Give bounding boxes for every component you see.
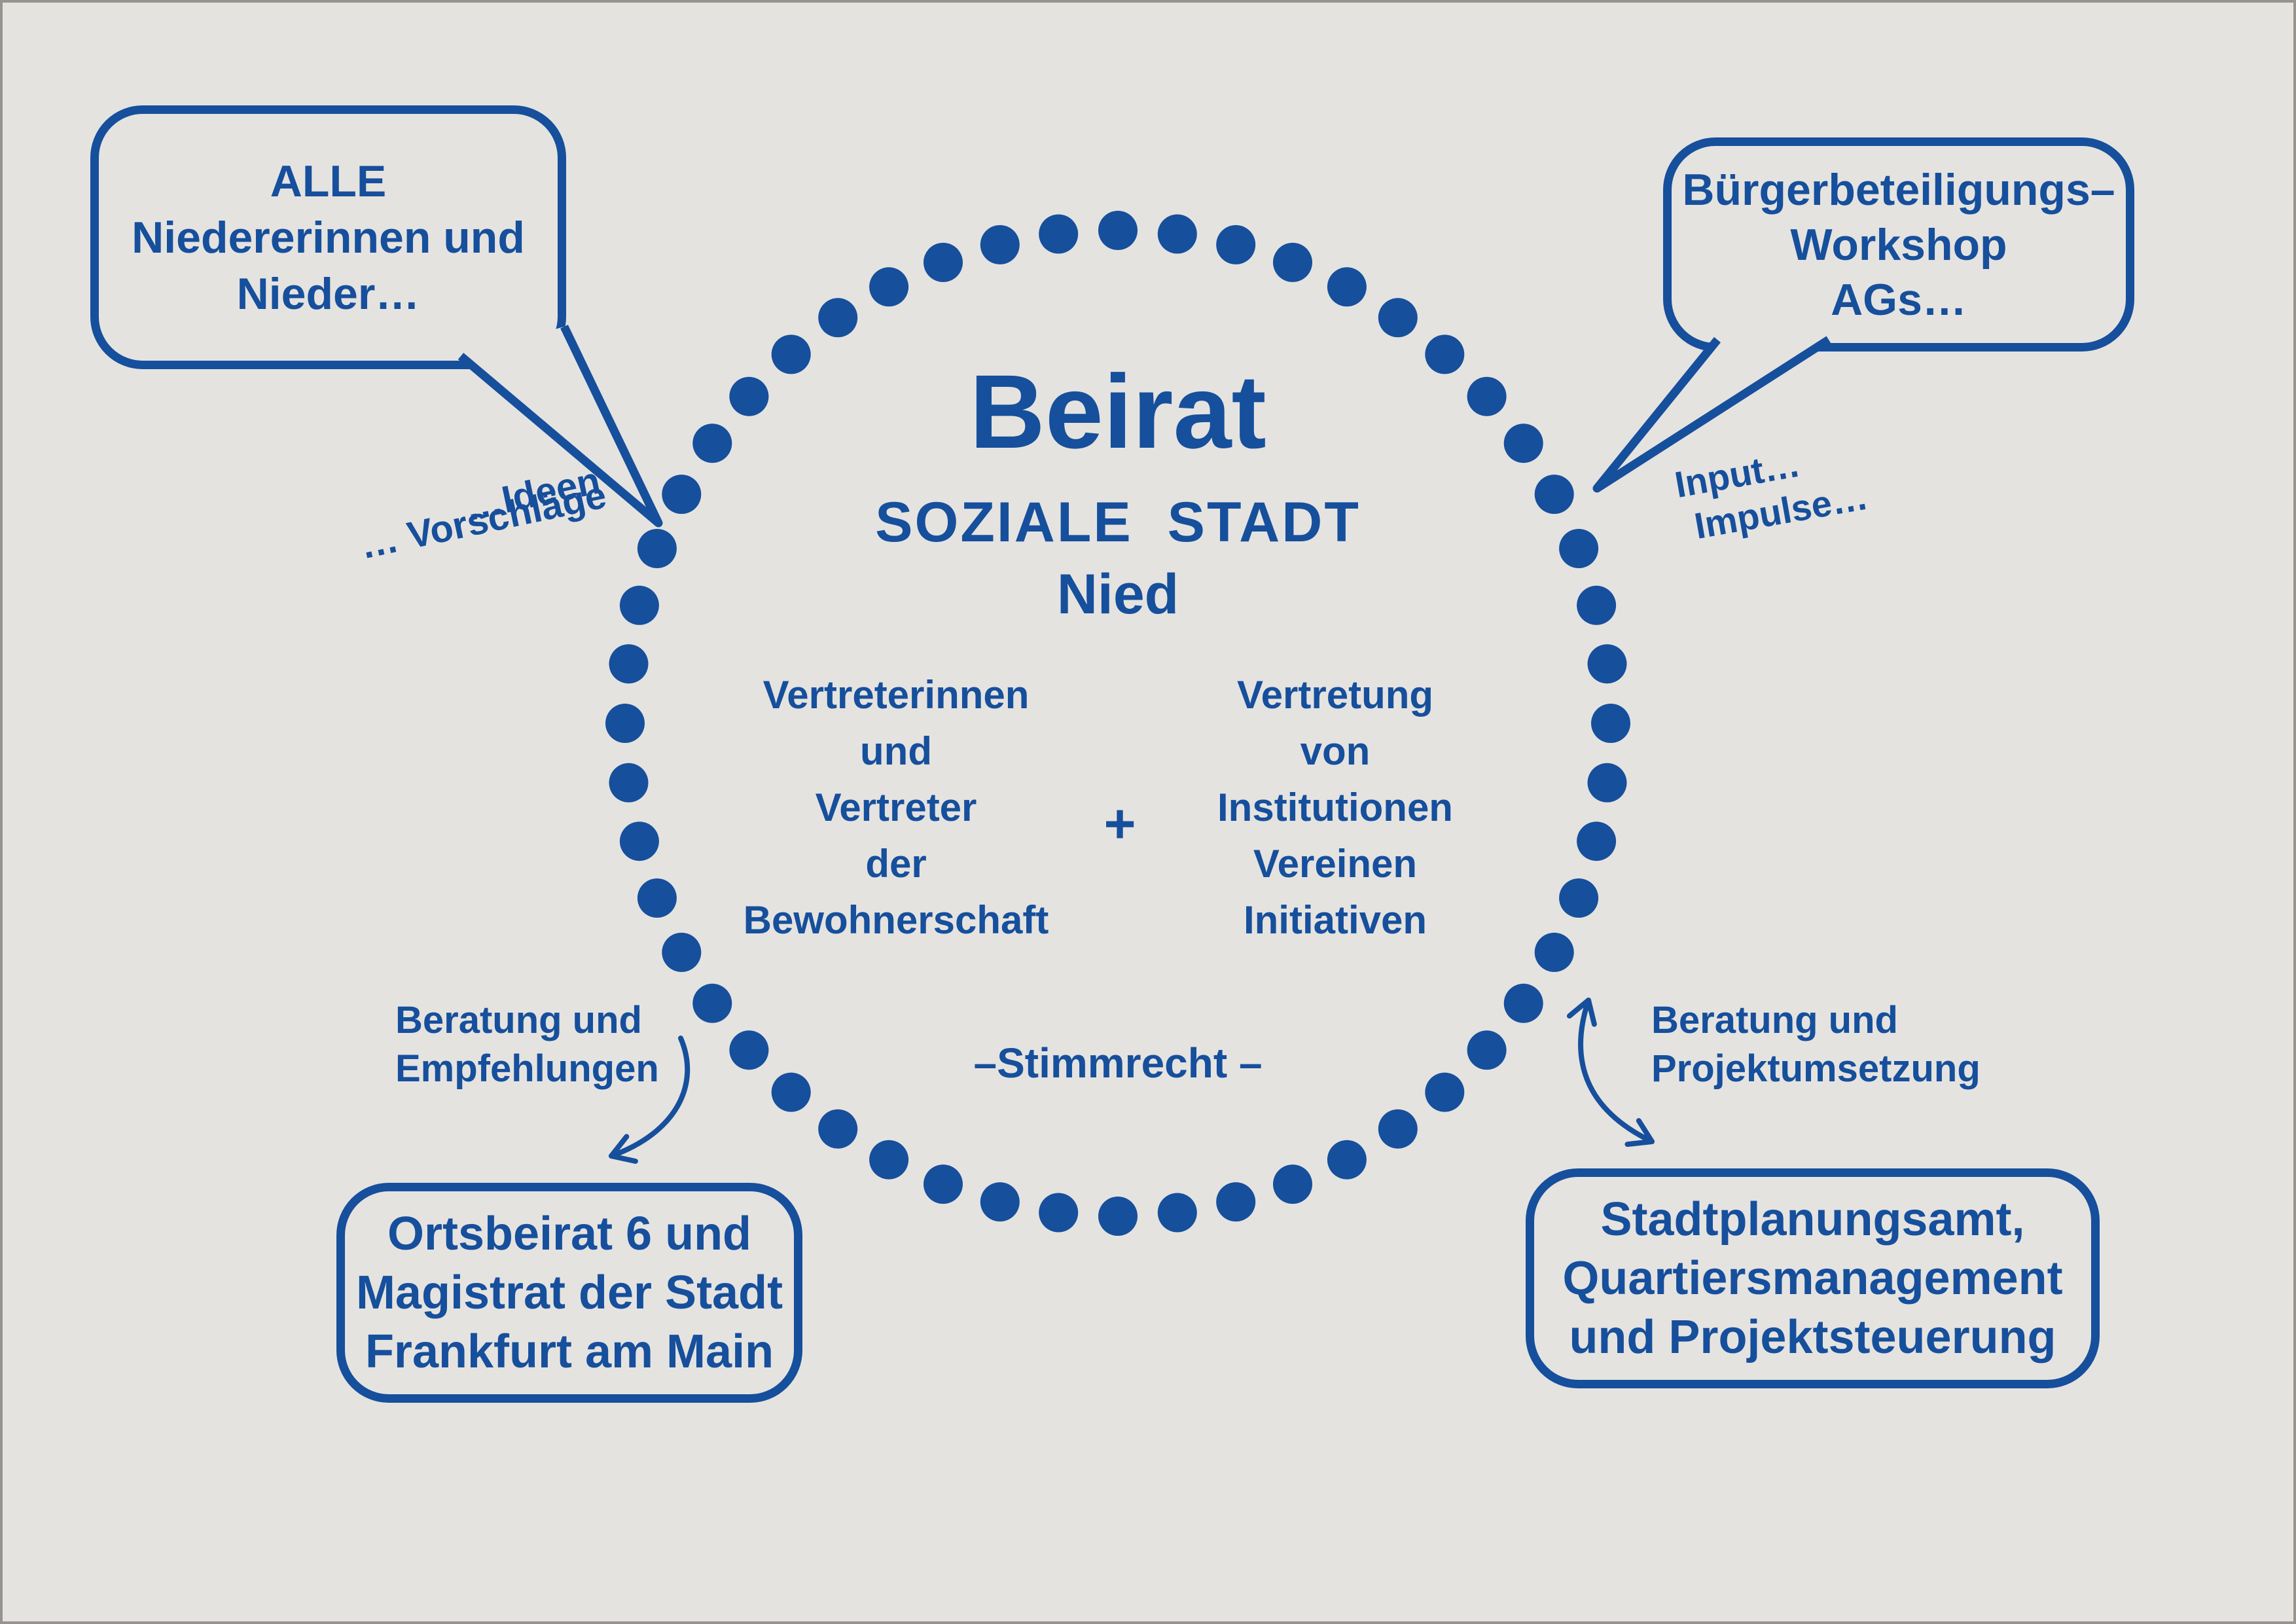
circle-dot — [1559, 529, 1599, 568]
circle-dot — [818, 1109, 858, 1149]
bubble-line: Niedererinnen und — [132, 212, 525, 262]
bubble-line: Nieder… — [236, 268, 420, 319]
circle-dot — [1157, 214, 1197, 254]
box-line: Quartiersmanagement — [1562, 1252, 2063, 1305]
circle-dot — [1591, 704, 1630, 743]
box-stadtplanungsamt: Stadtplanungsamt, Quartiersmanagement un… — [1526, 1168, 2100, 1388]
circle-dot — [924, 242, 963, 282]
circle-dot — [1534, 475, 1574, 514]
circle-dot — [1577, 585, 1617, 625]
box-line: und Projektsteuerung — [1569, 1311, 2056, 1363]
circle-dot — [609, 644, 649, 684]
box-line: Stadtplanungsamt, — [1600, 1193, 2025, 1246]
circle-dot — [1039, 1193, 1079, 1233]
right-col-line: Vertretung — [1236, 673, 1434, 717]
diagram-subtitle: SOZIALE STADT — [875, 491, 1361, 554]
circle-dot — [1467, 1030, 1507, 1070]
circle-dot — [729, 1030, 769, 1070]
bubble-line: ALLE — [270, 156, 387, 206]
right-col-line: Vereinen — [1253, 842, 1418, 886]
box-line: Frankfurt am Main — [365, 1326, 774, 1378]
circle-dot — [1378, 298, 1418, 338]
circle-dot — [1216, 1182, 1256, 1222]
circle-dot — [1503, 424, 1543, 463]
circle-dot — [1587, 644, 1627, 684]
right-col-line: Institutionen — [1217, 785, 1453, 829]
circle-dot — [980, 1182, 1020, 1222]
circle-dot — [605, 704, 645, 743]
left-col-line: und — [860, 729, 932, 773]
institutions-column: Vertretung von Institutionen Vereinen In… — [1106, 667, 1564, 948]
circle-dot — [869, 267, 909, 307]
circle-dot — [924, 1164, 963, 1204]
circle-dot — [692, 424, 732, 463]
circle-dot — [1098, 1197, 1138, 1236]
circle-dot — [1467, 376, 1507, 416]
circle-dot — [1273, 1164, 1312, 1204]
advice-right-line: Beratung und — [1651, 999, 1898, 1041]
box-ortsbeirat-magistrat: Ortsbeirat 6 und Magistrat der Stadt Fra… — [336, 1183, 802, 1403]
circle-dot — [980, 225, 1020, 264]
circle-dot — [729, 376, 769, 416]
circle-dot — [619, 821, 659, 861]
advice-left-line: Beratung und — [395, 999, 642, 1041]
circle-dot — [818, 298, 858, 338]
circle-dot — [1098, 211, 1138, 250]
circle-dot — [869, 1140, 909, 1180]
left-col-line: Bewohnerschaft — [743, 898, 1049, 942]
diagram-place-name: Nied — [1056, 563, 1179, 626]
advice-right-line: Projektumsetzung — [1651, 1047, 1981, 1090]
voting-rights-label: –Stimmrecht – — [973, 1039, 1263, 1087]
circle-dot — [1587, 763, 1627, 803]
speech-bubble-residents: ALLE Niedererinnen und Nieder… — [90, 105, 566, 369]
double-arrow-stadtplanungsamt — [1566, 998, 1655, 1147]
circle-dot — [619, 585, 659, 625]
circle-dot — [609, 763, 649, 803]
advice-recommendations-label: Beratung und Empfehlungen — [395, 996, 659, 1093]
advice-implementation-label: Beratung und Projektumsetzung — [1651, 996, 1992, 1093]
circle-dot — [1577, 821, 1617, 861]
plus-sign: + — [1103, 793, 1136, 854]
box-line: Magistrat der Stadt — [355, 1267, 783, 1319]
right-col-line: von — [1300, 729, 1371, 773]
box-line: Ortsbeirat 6 und — [387, 1208, 752, 1260]
left-col-line: Vertreter — [815, 785, 977, 829]
circle-dot — [1327, 267, 1367, 307]
circle-dot — [1559, 878, 1599, 918]
residents-representatives-column: Vertreterinnen und Vertreter der Bewohne… — [667, 667, 1125, 948]
left-col-line: Vertreterinnen — [762, 673, 1030, 717]
speech-bubble-workshop: Bürgerbeteiligungs– Workshop AGs… — [1663, 137, 2134, 352]
advice-left-line: Empfehlungen — [395, 1047, 659, 1090]
circle-dot — [1039, 214, 1079, 254]
circle-dot — [1216, 225, 1256, 264]
circle-dot — [662, 475, 702, 514]
left-col-line: der — [865, 842, 927, 886]
circle-dot — [1503, 983, 1543, 1023]
circle-dot — [1327, 1140, 1367, 1180]
circle-dot — [692, 983, 732, 1023]
circle-dot — [1273, 242, 1312, 282]
circle-dot — [1378, 1109, 1418, 1149]
diagram-title: Beirat — [969, 353, 1266, 470]
bubble-line: Bürgerbeteiligungs– — [1682, 164, 2115, 215]
bubble-line: Workshop — [1790, 219, 2007, 270]
circle-dot — [1157, 1193, 1197, 1233]
circle-dot — [637, 529, 677, 568]
right-col-line: Initiativen — [1243, 898, 1427, 942]
bubble-line: AGs… — [1831, 274, 1967, 325]
